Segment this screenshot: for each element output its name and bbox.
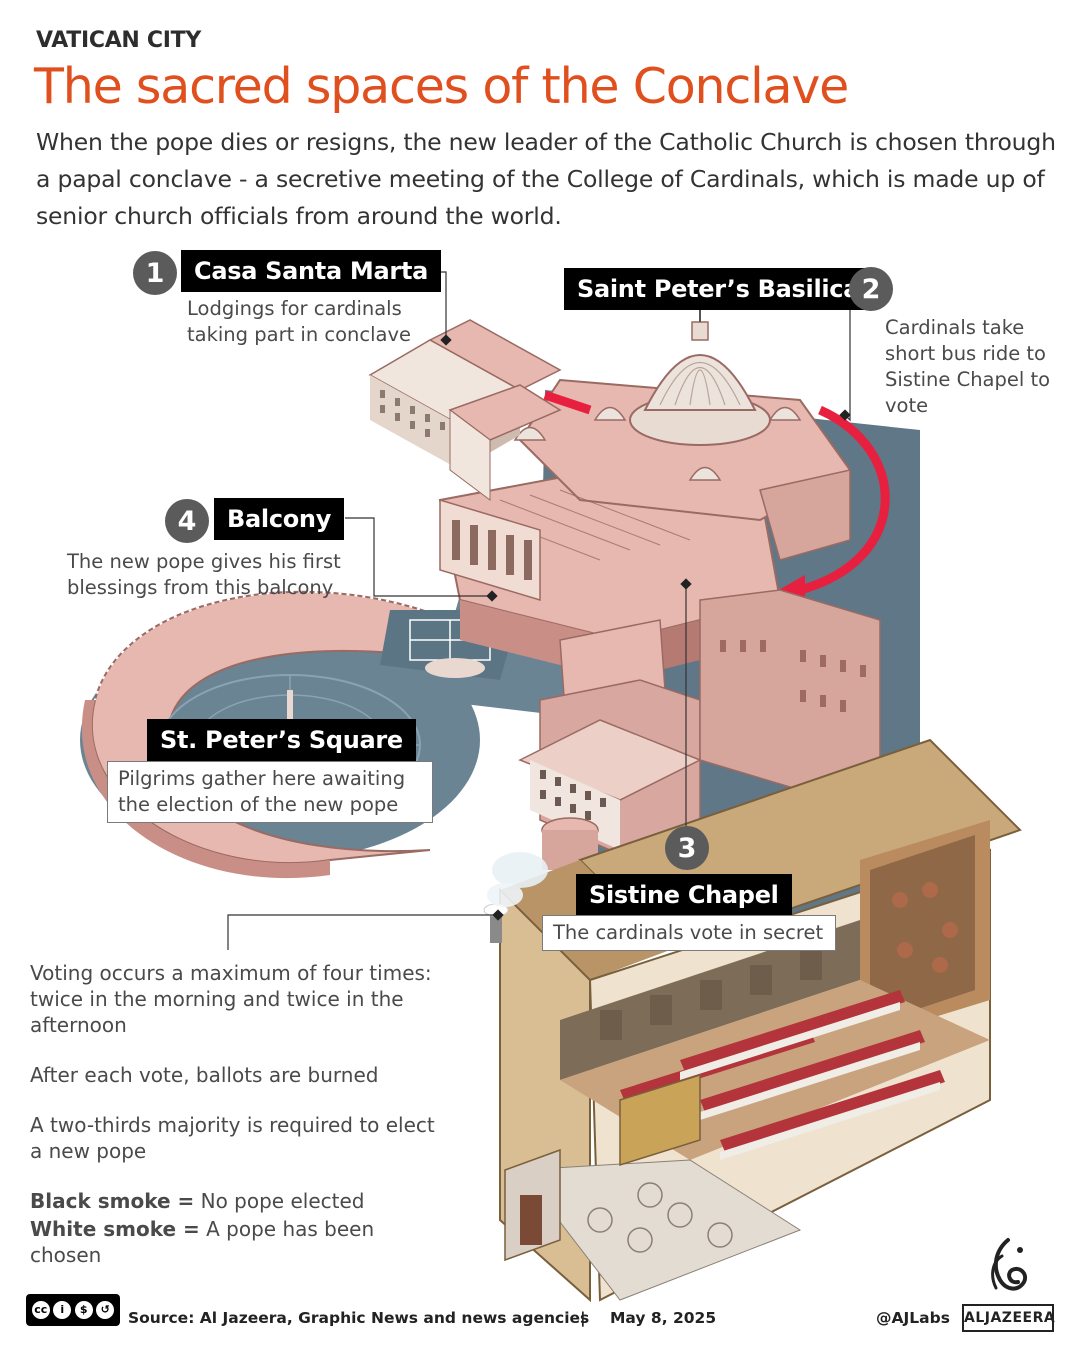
kicker: VATICAN CITY	[36, 28, 201, 53]
marker-number-2: 2	[849, 267, 893, 311]
footer-separator: |	[580, 1309, 586, 1327]
source-text: Source: Al Jazeera, Graphic News and new…	[128, 1309, 590, 1327]
page-title: The sacred spaces of the Conclave	[34, 58, 849, 115]
cc-icon: cc	[31, 1301, 50, 1319]
desc-balcony: The new pope gives his first blessings f…	[67, 550, 341, 599]
label-casa-santa-marta: Casa Santa Marta	[181, 250, 442, 292]
marker-number-3: 3	[665, 826, 709, 870]
black-smoke-label: Black smoke =	[30, 1189, 195, 1213]
publish-date: May 8, 2025	[610, 1309, 717, 1327]
social-handle[interactable]: @AJLabs	[876, 1309, 950, 1327]
white-smoke-text: A pope has been chosen	[30, 1217, 375, 1267]
aljazeera-calligraphy-icon	[991, 1238, 1027, 1291]
apostolic-palace	[518, 589, 881, 870]
leader-markers	[440, 334, 851, 921]
note-majority: A two-thirds majority is required to ele…	[30, 1113, 435, 1163]
desc-st-peters-square: Pilgrims gather here awaiting the electi…	[107, 761, 433, 823]
smoke-cloud	[487, 852, 548, 907]
by-icon: i	[53, 1301, 72, 1319]
leader-lines	[227, 271, 851, 950]
white-smoke-label: White smoke =	[30, 1217, 200, 1241]
label-sistine-chapel: Sistine Chapel	[576, 874, 792, 916]
voting-notes: Voting occurs a maximum of four times: t…	[30, 960, 450, 1270]
footer: cc i $ ↺ Source: Al Jazeera, Graphic New…	[0, 1290, 1080, 1340]
marker-number-4: 4	[165, 499, 209, 543]
label-st-peters-square: St. Peter’s Square	[147, 719, 416, 761]
casa-santa-marta	[368, 319, 562, 501]
black-smoke-text: No pope elected	[194, 1189, 365, 1213]
desc-saint-peters-basilica: Cardinals take short bus ride to Sistine…	[885, 316, 1051, 417]
creative-commons-badge: cc i $ ↺	[26, 1294, 120, 1326]
aljazeera-wordmark: ALJAZEERA	[962, 1304, 1055, 1332]
sa-icon: ↺	[96, 1301, 115, 1319]
intro-text: When the pope dies or resigns, the new l…	[36, 128, 1056, 230]
label-balcony: Balcony	[214, 498, 345, 540]
desc-casa-santa-marta: Lodgings for cardinals taking part in co…	[187, 297, 412, 346]
sistine-chapel-cutaway	[483, 738, 1022, 1303]
label-saint-peters-basilica: Saint Peter’s Basilica	[564, 268, 873, 310]
note-black-smoke: Black smoke = No pope elected	[30, 1188, 450, 1214]
note-ballots: After each vote, ballots are burned	[30, 1063, 379, 1087]
desc-sistine-chapel: The cardinals vote in secret	[542, 915, 836, 951]
nc-icon: $	[74, 1301, 93, 1319]
note-voting: Voting occurs a maximum of four times: t…	[30, 961, 432, 1037]
note-white-smoke: White smoke = A pope has been chosen	[30, 1216, 450, 1268]
marker-number-1: 1	[133, 251, 177, 295]
